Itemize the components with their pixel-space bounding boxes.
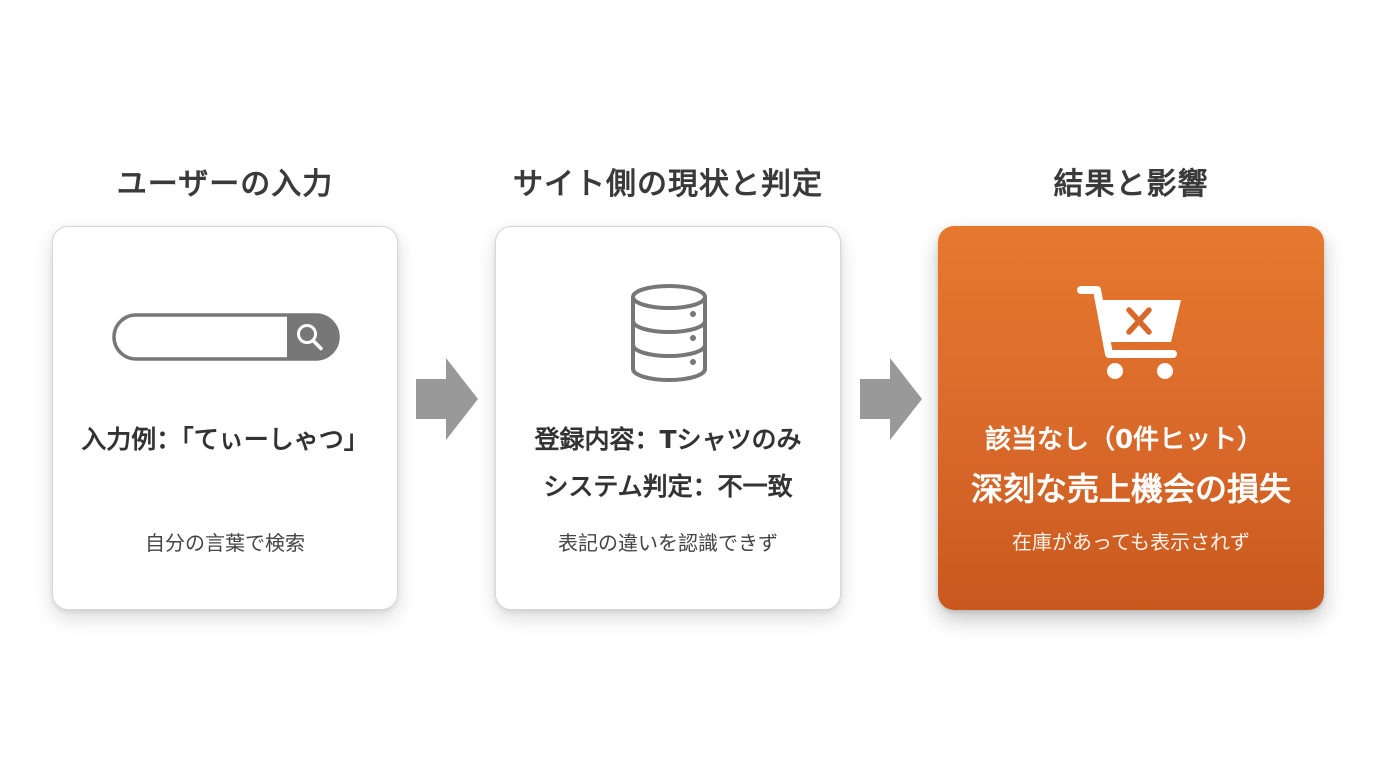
cart-cross-icon [1077,286,1181,379]
user-input-card: 入力例：「てぃーしゃつ」 自分の言葉で検索 [52,226,398,610]
site-status-caption: 表記の違いを認識できず [558,531,778,555]
system-judgment-text: システム判定：不一致 [543,472,793,501]
result-caption: 在庫があっても表示されず [1012,530,1250,554]
column-title-user-input: ユーザーの入力 [116,167,334,202]
loss-emphasis-text: 深刻な売上機会の損失 [970,470,1291,508]
arrow-right-icon [416,358,478,440]
column-title-result: 結果と影響 [1053,167,1209,202]
column-title-site-status: サイト側の現状と判定 [513,167,823,202]
user-input-caption: 自分の言葉で検索 [145,531,305,555]
site-status-card: 登録内容：Tシャツのみ システム判定：不一致 表記の違いを認識できず [495,226,841,610]
arrow-right-icon [860,358,922,440]
no-hit-text: 該当なし（0件ヒット） [984,425,1264,455]
input-example-text: 入力例：「てぃーしゃつ」 [81,425,369,454]
result-card: 該当なし（0件ヒット） 深刻な売上機会の損失 在庫があっても表示されず [938,226,1324,610]
database-icon [631,284,707,382]
search-bar-icon [112,313,340,361]
registered-content-text: 登録内容：Tシャツのみ [534,425,802,454]
